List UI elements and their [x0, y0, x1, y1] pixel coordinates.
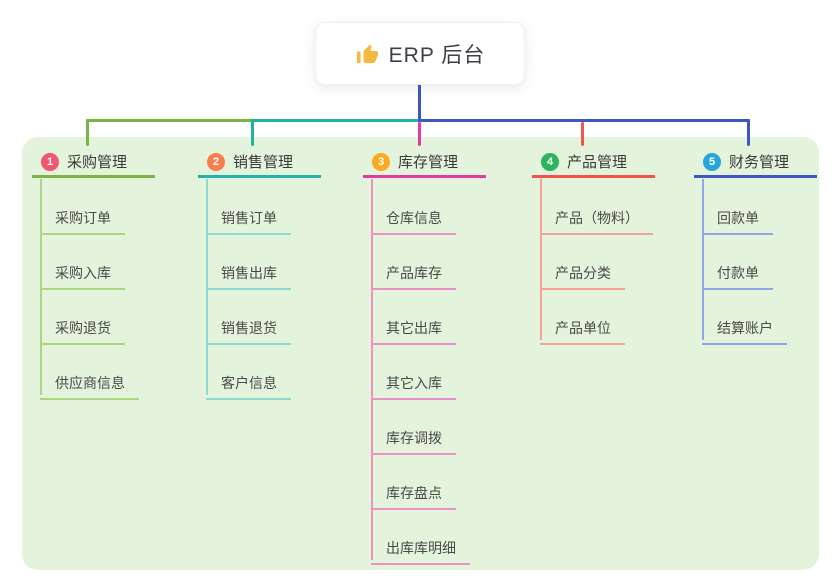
branch-3-label: 库存管理 [398, 154, 459, 171]
drop-line-branch-3 [418, 122, 421, 146]
branch-purchase-management[interactable]: 1 采购管理 [32, 148, 155, 178]
root-connector-line [418, 83, 421, 120]
branch-item[interactable]: 采购退货 [40, 310, 125, 345]
root-node[interactable]: ERP 后台 [315, 22, 525, 85]
branch-1-label: 采购管理 [67, 154, 128, 171]
branch-inventory-management[interactable]: 3 库存管理 [363, 148, 486, 178]
branch-item[interactable]: 产品库存 [371, 255, 456, 290]
branch-item[interactable]: 结算账户 [702, 310, 787, 345]
bus-segment-green [86, 119, 253, 122]
root-node-label: ERP 后台 [388, 43, 486, 67]
branch-item[interactable]: 回款单 [702, 200, 773, 235]
branch-item[interactable]: 销售订单 [206, 200, 291, 235]
branch-item[interactable]: 销售出库 [206, 255, 291, 290]
branch-item[interactable]: 销售退货 [206, 310, 291, 345]
branch-item[interactable]: 仓库信息 [371, 200, 456, 235]
bus-segment-blue [418, 119, 750, 122]
branch-item[interactable]: 采购订单 [40, 200, 125, 235]
drop-line-branch-1 [86, 119, 89, 146]
branch-item[interactable]: 采购入库 [40, 255, 125, 290]
branch-item[interactable]: 供应商信息 [40, 365, 139, 400]
branch-item[interactable]: 其它出库 [371, 310, 456, 345]
bus-segment-teal [251, 119, 420, 122]
branch-2-label: 销售管理 [233, 154, 294, 171]
branch-item[interactable]: 产品分类 [540, 255, 625, 290]
branch-1-badge: 1 [41, 152, 59, 171]
thumbs-up-icon [356, 44, 378, 63]
branch-3-spine-line [371, 179, 373, 560]
branch-product-management[interactable]: 4 产品管理 [532, 148, 655, 178]
branch-4-spine-line [540, 179, 542, 340]
branch-5-label: 财务管理 [729, 154, 790, 171]
branch-item[interactable]: 客户信息 [206, 365, 291, 400]
branch-item[interactable]: 产品（物料） [540, 200, 653, 235]
branch-4-badge: 4 [541, 152, 559, 171]
drop-line-branch-2 [251, 119, 254, 146]
branch-item[interactable]: 产品单位 [540, 310, 625, 345]
drop-line-branch-4 [581, 122, 584, 146]
branch-2-spine-line [206, 179, 208, 395]
drop-line-branch-5 [747, 119, 750, 146]
branch-item[interactable]: 付款单 [702, 255, 773, 290]
branch-5-spine-line [702, 179, 704, 340]
branch-item[interactable]: 出库库明细 [371, 530, 470, 565]
branch-item[interactable]: 库存调拨 [371, 420, 456, 455]
branch-5-badge: 5 [703, 152, 721, 171]
branch-sales-management[interactable]: 2 销售管理 [198, 148, 321, 178]
branch-item[interactable]: 库存盘点 [371, 475, 456, 510]
branch-1-spine-line [40, 179, 42, 395]
branch-2-badge: 2 [207, 152, 225, 171]
branch-finance-management[interactable]: 5 财务管理 [694, 148, 817, 178]
branch-4-label: 产品管理 [567, 154, 628, 171]
branch-3-badge: 3 [372, 152, 390, 171]
branches-panel [22, 137, 819, 570]
branch-item[interactable]: 其它入库 [371, 365, 456, 400]
